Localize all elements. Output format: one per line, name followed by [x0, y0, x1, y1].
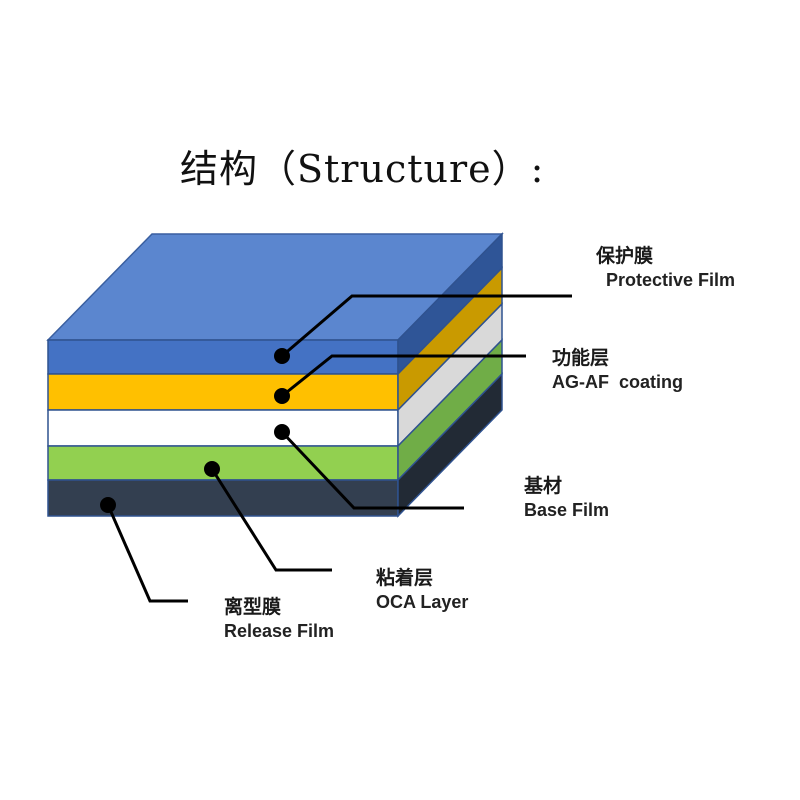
oca-leader-line — [210, 468, 332, 572]
base-film-label-zh: 基材 — [524, 475, 563, 497]
agaf-leader-line — [281, 354, 526, 398]
release-film-label-zh: 离型膜 — [224, 596, 282, 618]
oca-layer-label: 粘着层 OCA Layer — [376, 566, 468, 614]
agaf-coating-label: 功能层 AG-AF coating — [552, 346, 683, 394]
protective-film-label-en: Protective Film — [606, 270, 736, 290]
base-film-label-en: Base Film — [524, 500, 610, 520]
oca-layer-label-zh: 粘着层 — [376, 567, 434, 589]
agaf-marker-dot — [274, 388, 290, 404]
oca-marker-dot — [204, 461, 220, 477]
ag-af-coating-front — [47, 373, 399, 411]
base-marker-dot — [274, 424, 290, 440]
base-film-front — [47, 409, 399, 447]
release-leader-line — [106, 504, 188, 603]
release-marker-dot — [100, 497, 116, 513]
release-film-side — [397, 372, 503, 518]
base-film-label: 基材 Base Film — [524, 474, 609, 522]
page-title: 结构（Structure）: — [180, 147, 545, 191]
release-film-label-en: Release Film — [224, 621, 335, 641]
release-film-label: 离型膜 Release Film — [224, 595, 334, 643]
oca-layer-front — [47, 445, 399, 481]
base-leader-line — [280, 430, 464, 510]
protective-marker-dot — [274, 348, 290, 364]
protective-leader-line — [281, 294, 572, 358]
protective-film-label: 保护膜 Protective Film — [596, 244, 735, 292]
protective-film-label-zh: 保护膜 — [596, 245, 654, 267]
agaf-coating-label-zh: 功能层 — [552, 347, 610, 369]
oca-layer-label-en: OCA Layer — [376, 592, 469, 612]
agaf-coating-label-en: AG-AF coating — [552, 372, 683, 392]
